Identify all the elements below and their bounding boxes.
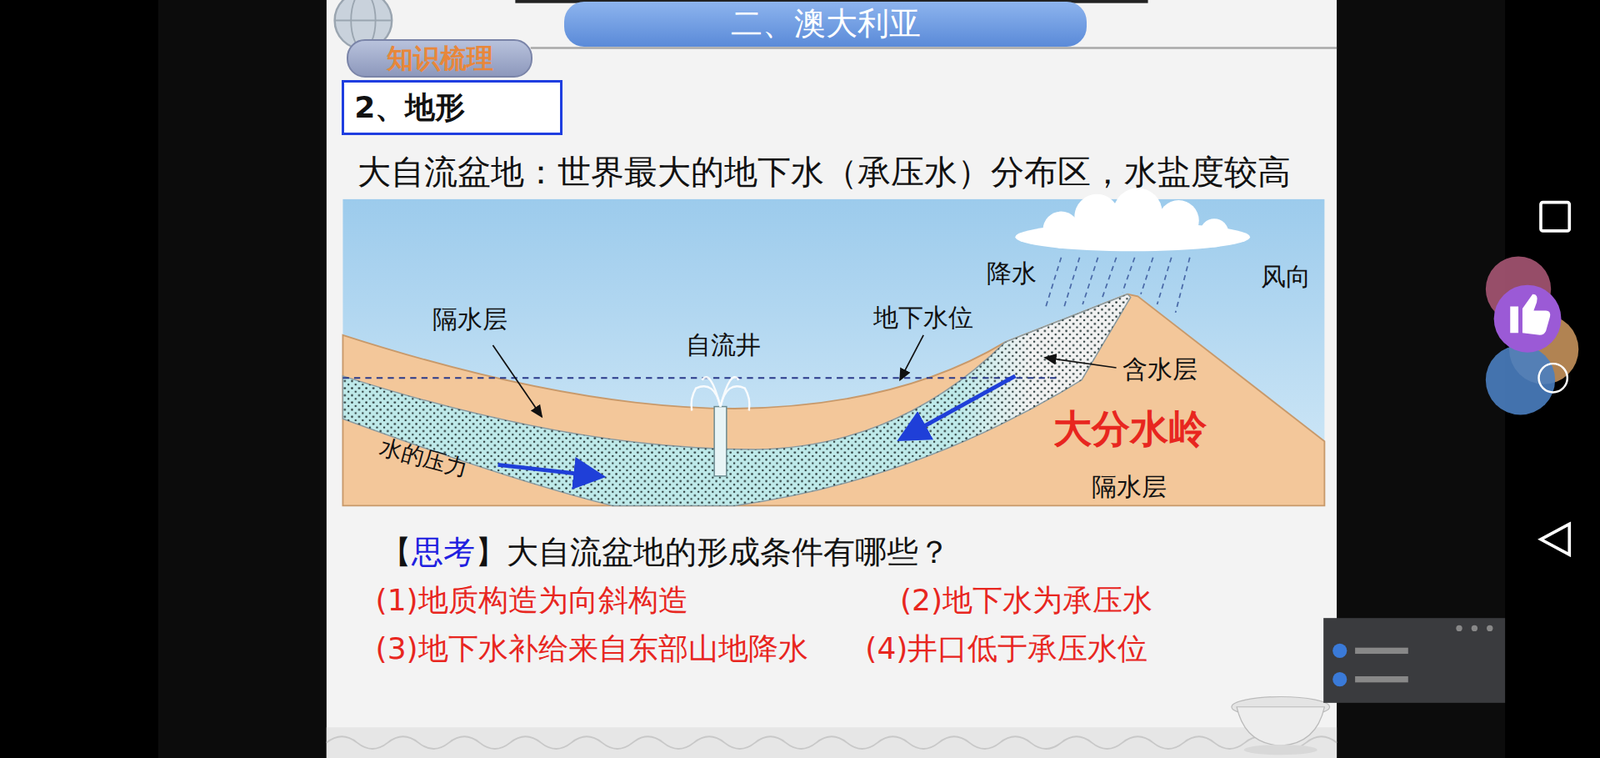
question-tag: 思考 xyxy=(411,533,475,572)
diagram-label: 自流井 xyxy=(685,330,761,360)
answer-item: (4)井口低于承压水位 xyxy=(865,630,1148,666)
like-bubbles xyxy=(1485,255,1579,415)
section-pill: 知识梳理 xyxy=(346,39,533,78)
slide-ground xyxy=(326,0,1337,758)
diagram-label: 降水 xyxy=(986,258,1037,289)
heading-box: 2、地形 xyxy=(341,80,562,135)
question-bracket: 【 xyxy=(380,533,412,572)
intro-text: 大自流盆地：世界最大的地下水（承压水）分布区，水盐度较高 xyxy=(357,151,1291,192)
diagram-label: 水的压力 xyxy=(375,432,470,482)
diagram-label: 地下水位 xyxy=(873,302,974,333)
side-panel xyxy=(158,0,327,758)
answer-item: (1)地质构造为向斜构造 xyxy=(375,581,689,618)
mountain-label: 大分水岭 xyxy=(1053,405,1207,452)
wave-border xyxy=(326,726,1337,758)
title-pill: 二、澳大利亚 xyxy=(564,1,1087,47)
diagram-label: 隔水层 xyxy=(1091,471,1167,502)
answer-item: (2)地下水为承压水 xyxy=(900,581,1153,618)
diagram-label: 隔水层 xyxy=(432,304,508,335)
header-rule xyxy=(530,46,1337,49)
node-text: 知识梳理 xyxy=(386,42,494,75)
teacup-icon xyxy=(1231,695,1330,755)
artesian-basin-illustration xyxy=(342,187,1325,505)
question-text: 】大自流盆地的形成条件有哪些？ xyxy=(475,533,950,572)
node-text: 2、地形 xyxy=(354,89,465,125)
diagram-label: 含水层 xyxy=(1122,354,1198,385)
chat-panel xyxy=(1323,617,1505,703)
diagram-label: 风向 xyxy=(1260,261,1311,292)
answer-item: (3)地下水补给来自东部山地降水 xyxy=(375,630,809,666)
node-text: 二、澳大利亚 xyxy=(730,5,921,44)
